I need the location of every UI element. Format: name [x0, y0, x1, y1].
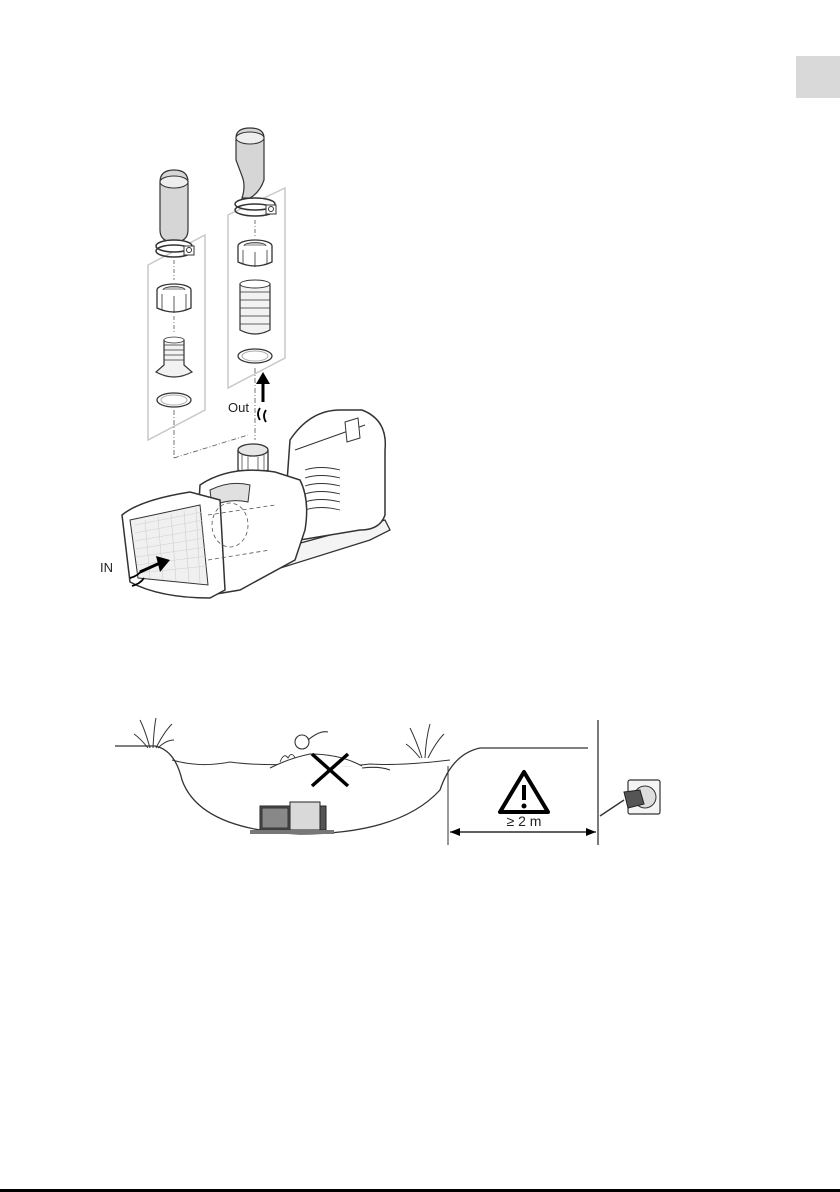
right-hose-clamp: [235, 198, 276, 216]
right-union-nut: [238, 240, 272, 267]
language-tab: [796, 56, 840, 98]
submerged-pump-icon: [250, 802, 334, 834]
in-label: IN: [100, 560, 113, 575]
pond-safety-figure: ≥ 2 m: [100, 710, 800, 850]
left-hose: [160, 170, 188, 242]
out-label: Out: [228, 400, 249, 415]
left-hose-clamp: [156, 240, 194, 257]
warning-triangle-icon: [500, 772, 548, 812]
outflow-arrow-icon: [256, 372, 270, 422]
left-reed-plant: [134, 718, 174, 748]
left-connector-frame: [148, 170, 205, 440]
pump-body: [122, 410, 390, 598]
right-hose-tail: [240, 280, 270, 334]
pump-assembly-figure: Out: [100, 120, 400, 610]
left-union-nut: [157, 284, 191, 313]
right-reed-plant: [406, 724, 444, 758]
distance-label: ≥ 2 m: [507, 813, 542, 829]
right-hose: [236, 128, 264, 198]
left-hose-tail: [156, 337, 192, 377]
right-connector-frame: [228, 128, 285, 388]
left-o-ring: [157, 393, 191, 407]
right-o-ring: [238, 349, 272, 363]
